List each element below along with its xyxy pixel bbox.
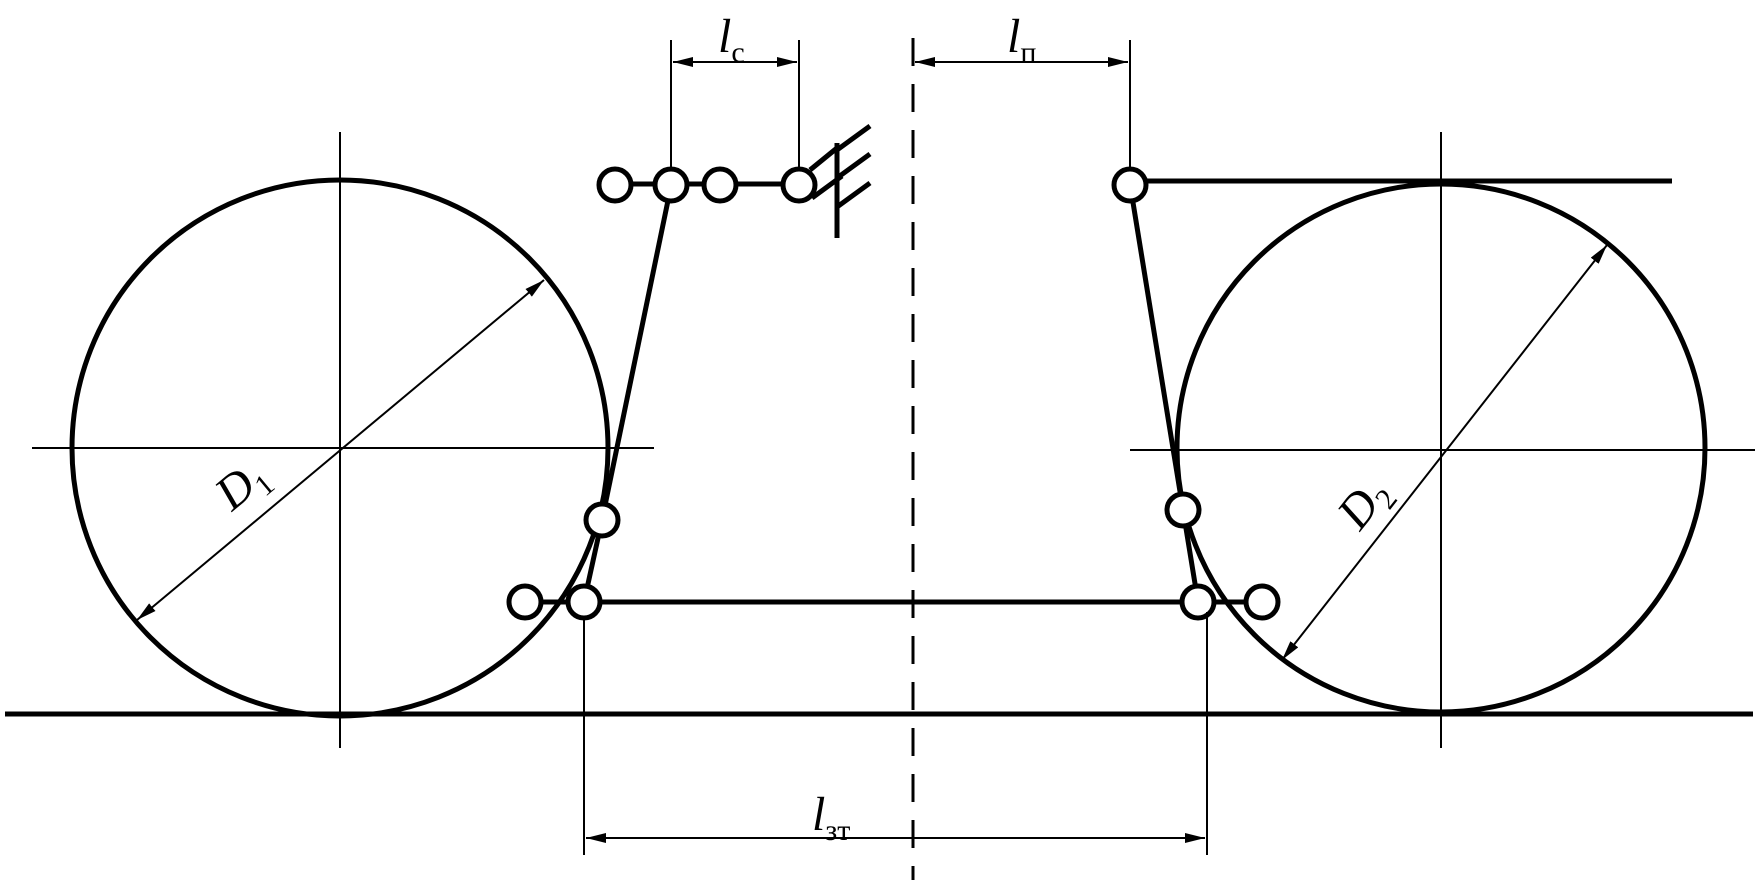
label-lzt: lзт [812, 788, 850, 847]
joint-top-left-support [780, 166, 818, 204]
left-inclined-link [599, 185, 674, 521]
joint-top-left-outer [596, 166, 634, 204]
label-d2: D2 [1326, 467, 1404, 543]
right-inclined-link [1127, 183, 1186, 511]
left-wheel-diameter-dimension [136, 279, 545, 621]
joint-left-bottom [565, 583, 603, 621]
joint-top-right [1111, 166, 1149, 204]
joint-left-middle [583, 501, 621, 539]
label-d1: D1 [204, 448, 281, 526]
right-wheel-diameter-dimension [1281, 244, 1608, 661]
joint-left-bottom-outer [506, 583, 544, 621]
joint-right-bottom-outer [1243, 583, 1281, 621]
label-lc: lс [718, 10, 745, 69]
fixed-support-hatch [808, 123, 872, 238]
label-lp: lп [1007, 10, 1036, 69]
joint-top-left-mid [701, 166, 739, 204]
joint-top-left-pivot [652, 166, 690, 204]
joint-right-middle [1164, 491, 1202, 529]
joint-right-bottom [1179, 583, 1217, 621]
